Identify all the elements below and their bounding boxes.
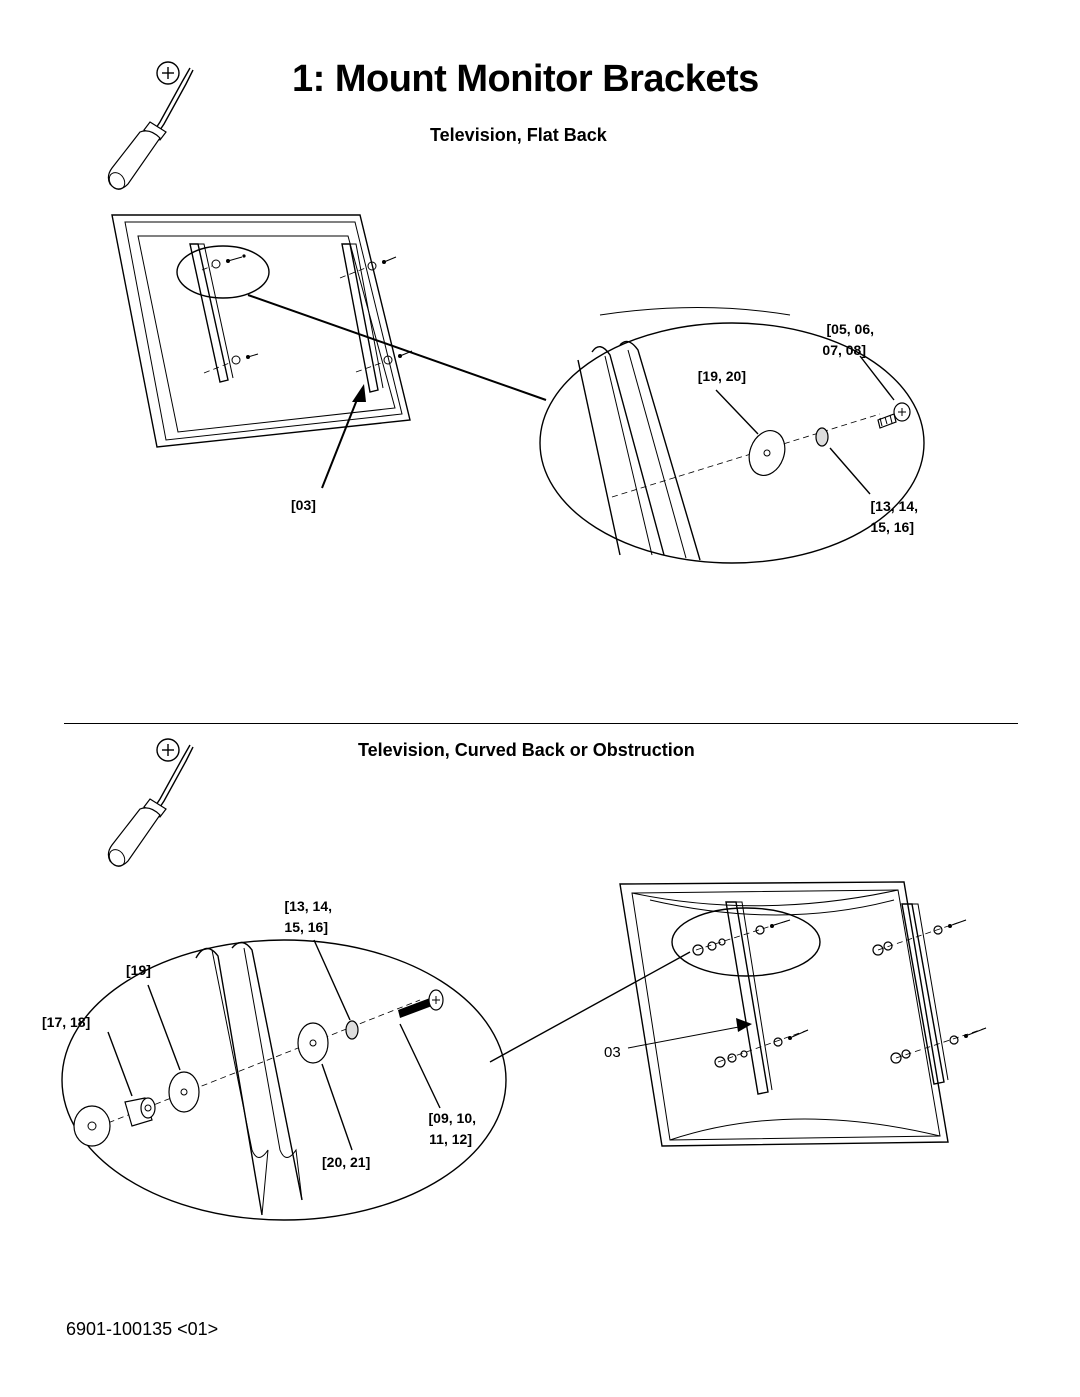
label-spacer: [17, 18] [42,1014,91,1030]
long-screw [398,998,432,1018]
washer-20 [297,1022,329,1064]
label-washer: [19, 20] [697,368,746,384]
zoom-circle-flat [539,322,925,564]
label-lock-line2: 15, 16] [870,519,914,535]
label-lock-line1: [13, 14, [870,498,918,514]
label-flat-washer: [20, 21] [322,1154,371,1170]
zoom-circle-curved [61,939,507,1221]
label-screws-line1: [05, 06, [826,321,874,337]
document-part-number: 6901-100135 <01> [66,1319,219,1339]
page-title: 1: Mount Monitor Brackets [292,58,759,100]
label-washer-19: [19] [126,962,151,978]
bracket-left [189,243,229,383]
section-heading-curved-back: Television, Curved Back or Obstruction [358,740,695,760]
label-bracket-03-curved: 03 [604,1044,621,1061]
end-cap [73,1105,111,1147]
screw [877,413,897,429]
detail-callout-ellipse [176,245,270,299]
washer [748,430,786,476]
label-screws-line2: 07, 08] [822,342,866,358]
label-lock-line1-curved: [13, 14, [284,898,332,914]
label-bracket-03: [03] [291,497,316,513]
label-lock-line2-curved: 15, 16] [284,919,328,935]
washer-19 [168,1071,200,1113]
lock-washer [815,427,829,447]
label-screws-line2-curved: 11, 12] [429,1131,472,1147]
label-screws-line1-curved: [09, 10, [428,1110,476,1126]
section-heading-flat-back: Television, Flat Back [430,125,607,145]
lock-washer-curved [345,1020,359,1040]
bracket-right [341,243,379,393]
detail-callout-ellipse-curved [671,907,821,977]
section-divider [64,723,1018,724]
